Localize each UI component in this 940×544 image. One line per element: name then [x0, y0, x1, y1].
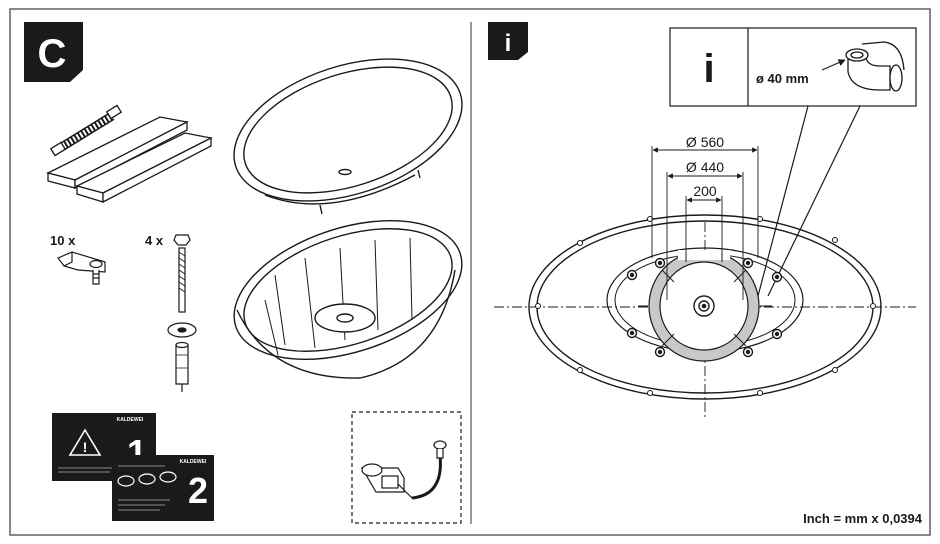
- dimension-inner: 200: [685, 183, 723, 256]
- right-panel: i i ø 40 mm: [488, 22, 923, 526]
- sheet-frame: [9, 8, 931, 536]
- bolt-set-illustration: [167, 234, 197, 392]
- bathtub-illustration-upper: [233, 58, 463, 215]
- dim-outer-label: Ø 560: [686, 134, 724, 150]
- drain-set-box: [351, 411, 462, 524]
- drain-set-illustration: [360, 440, 447, 500]
- left-panel: C 10 x 4 x: [24, 22, 463, 524]
- mounting-clip-illustration: [57, 251, 106, 285]
- booklet-2-brand: KALDEWEI: [180, 459, 207, 465]
- pipe-callout: i ø 40 mm: [669, 27, 917, 297]
- letter-badge-icon: [24, 22, 83, 82]
- callout-info-icon: i: [703, 47, 714, 91]
- dim-middle-label: Ø 440: [686, 159, 724, 175]
- step-badge: C: [24, 22, 83, 82]
- bolt-count: 4 x: [145, 233, 164, 248]
- pipe-diameter-label: ø 40 mm: [756, 71, 809, 86]
- info-badge: i: [488, 22, 528, 60]
- warning-triangle-icon: [68, 428, 102, 456]
- bathtub-illustration-lower: [233, 219, 463, 379]
- conversion-note: Inch = mm x 0,0394: [803, 511, 923, 526]
- support-spokes: [638, 269, 772, 347]
- info-badge-letter: i: [505, 30, 512, 57]
- clip-count: 10 x: [50, 233, 76, 248]
- booklet-1-brand: KALDEWEI: [117, 417, 144, 423]
- dim-inner-label: 200: [693, 183, 717, 199]
- warning-mark: !: [83, 439, 88, 455]
- central-drain: [693, 295, 715, 317]
- booklet-2: KALDEWEI 2: [112, 455, 214, 521]
- info-icon: [488, 22, 528, 60]
- dimension-middle: Ø 440: [666, 159, 744, 300]
- booklet-2-number: 2: [188, 470, 208, 511]
- elbow-pipe-icon: [845, 41, 905, 92]
- rim-fixing-points: [535, 216, 876, 396]
- hose-and-boards-illustration: [46, 104, 213, 204]
- badge-letter: C: [38, 32, 67, 76]
- dimension-outer: Ø 560: [651, 134, 759, 258]
- foot-bolts: [626, 257, 783, 358]
